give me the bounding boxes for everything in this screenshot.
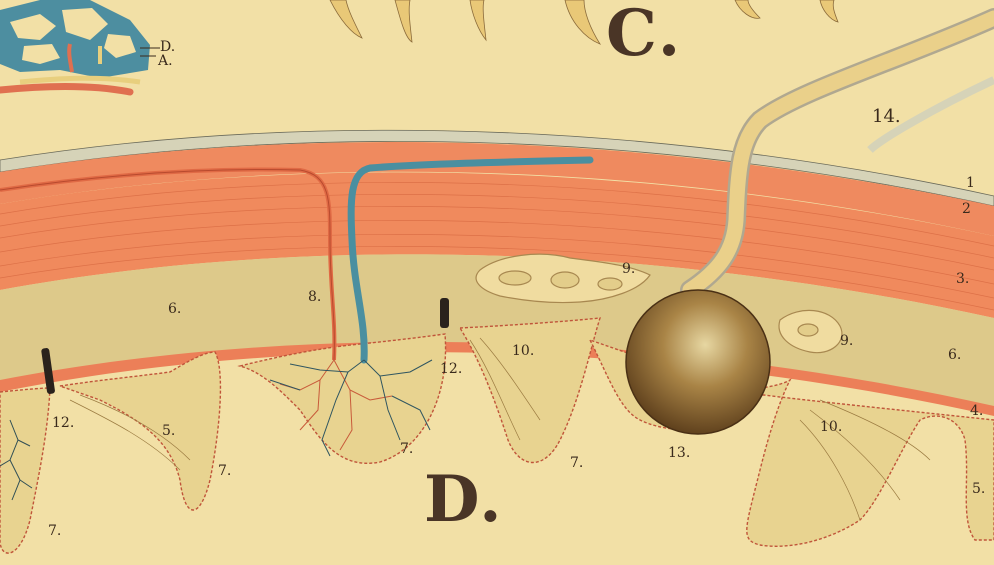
lymph-follicle-13 [626,290,770,434]
label-4: 4. [970,404,983,418]
duct-marker-12-mid [440,298,449,328]
inset-label-a: A. [158,54,173,68]
label-6-right: 6. [948,348,961,362]
panel-label-d: D. [424,468,504,532]
label-10-left: 10. [512,344,534,358]
label-6-left: 6. [168,302,181,316]
inset-label-d: D. [160,40,175,54]
label-7-a: 7. [48,524,61,538]
label-3: 3. [956,272,969,286]
label-7-c: 7. [400,442,413,456]
label-13: 13. [668,446,690,460]
label-12-left: 12. [52,416,74,430]
label-12-mid: 12. [440,362,462,376]
label-7-d: 7. [570,456,583,470]
label-5-left: 5. [162,424,175,438]
label-10-right: 10. [820,420,842,434]
label-5-right: 5. [972,482,985,496]
label-14: 14. [872,108,901,126]
label-2: 2 [962,202,971,216]
panel-label-c: C. [606,2,682,66]
label-8: 8. [308,290,321,304]
label-9-right: 9. [840,334,853,348]
label-9-left: 9. [622,262,635,276]
label-7-b: 7. [218,464,231,478]
label-1: 1 [966,176,975,190]
